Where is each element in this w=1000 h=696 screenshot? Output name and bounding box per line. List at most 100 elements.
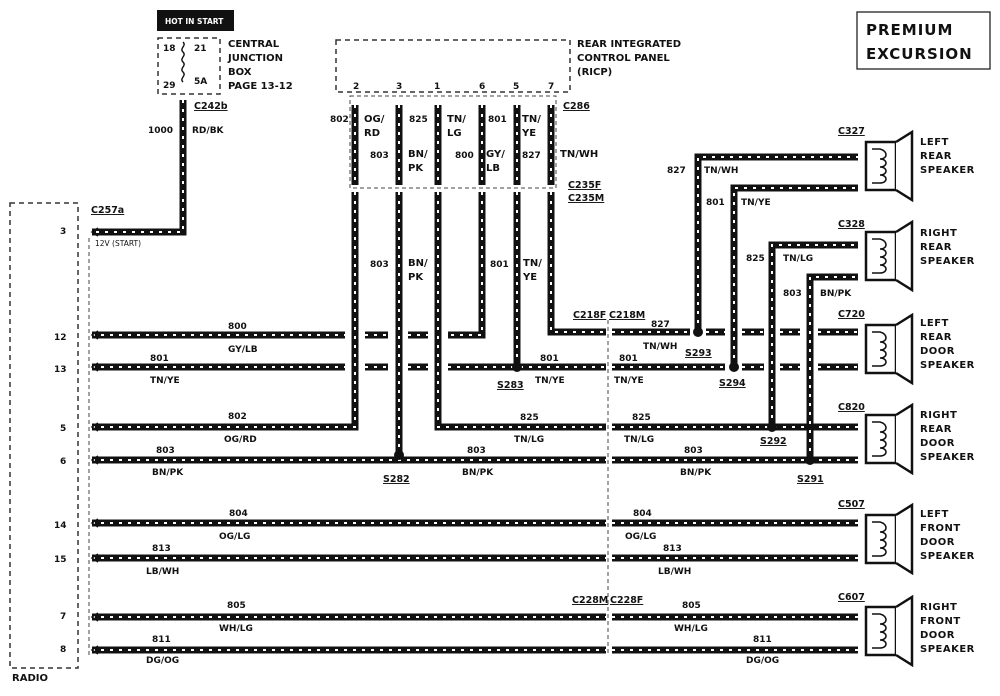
ricp-wire-color: YE xyxy=(521,128,536,139)
r6-number: 803 xyxy=(684,446,703,456)
r8-number: 811 xyxy=(753,635,772,645)
sp803-number: 803 xyxy=(783,289,802,299)
speaker-label: FRONT xyxy=(920,523,961,534)
cjb-pin-5a: 5A xyxy=(194,77,207,87)
row12-color: GY/LB xyxy=(228,345,258,355)
radio-pin: 14 xyxy=(54,521,67,531)
cjb-pin-29: 29 xyxy=(163,81,176,91)
connector-c228f: C228F xyxy=(610,595,643,606)
ricp-wire-color: TN/WH xyxy=(560,149,598,160)
speaker-label: DOOR xyxy=(920,630,955,641)
speaker-label: SPEAKER xyxy=(920,360,975,371)
speaker-label: RIGHT xyxy=(920,228,957,239)
r7-color: WH/LG xyxy=(674,624,708,634)
wire-803-number: 803 xyxy=(370,260,389,270)
connector-c327: C327 xyxy=(838,126,865,137)
splice-dot-s294 xyxy=(729,362,739,372)
ricp-pin: 1 xyxy=(434,82,440,92)
r13-number: 801 xyxy=(619,354,638,364)
ricp-wire-number: 825 xyxy=(409,115,428,125)
ricp-wire-color: LG xyxy=(447,128,462,139)
wire-825-right-rear xyxy=(768,241,858,427)
ricp-label-2: CONTROL PANEL xyxy=(577,53,670,64)
wire-1000-color: RD/BK xyxy=(192,126,225,136)
row15-number: 813 xyxy=(152,544,171,554)
speaker-label: REAR xyxy=(920,151,952,162)
start-label: 12V (START) xyxy=(95,239,141,248)
wire-group xyxy=(92,100,858,654)
connector-arrow xyxy=(90,330,99,340)
speaker-label: LEFT xyxy=(920,137,949,148)
ricp-box: REAR INTEGRATED CONTROL PANEL (RICP) 2 3… xyxy=(335,39,681,93)
row8-color: DG/OG xyxy=(146,656,179,666)
speaker-label: LEFT xyxy=(920,509,949,520)
speaker-label: SPEAKER xyxy=(920,551,975,562)
left-front-door-speaker xyxy=(864,502,914,576)
r7-number: 805 xyxy=(682,601,701,611)
splice-s283: S283 xyxy=(497,380,524,391)
speaker-label: REAR xyxy=(920,424,952,435)
wire-800-column-stripe xyxy=(448,105,483,336)
connector-c720: C720 xyxy=(838,309,865,320)
m5-color: TN/LG xyxy=(514,435,544,445)
r12-number: 827 xyxy=(651,320,670,330)
wire-801-color: YE xyxy=(522,272,537,283)
connector-c607: C607 xyxy=(838,592,865,603)
wire-801-left-rear-stripe xyxy=(733,187,858,367)
radio-pin: 7 xyxy=(60,612,66,622)
sp827-number: 827 xyxy=(667,166,686,176)
splice-dot-s292 xyxy=(767,422,777,432)
radio-pin: 13 xyxy=(54,365,67,375)
r14-color: OG/LG xyxy=(625,532,656,542)
ricp-wire-color: TN/ xyxy=(522,114,541,125)
connector-c235m: C235M xyxy=(568,193,604,204)
splice-s293: S293 xyxy=(685,348,712,359)
cjb-pin-18: 18 xyxy=(163,44,176,54)
ricp-wire-color: RD xyxy=(364,128,380,139)
wire-802 xyxy=(92,105,359,431)
cjb-label-3: BOX xyxy=(228,67,252,78)
ricp-wire-number: 802 xyxy=(330,115,349,125)
left-rear-door-speaker xyxy=(864,312,914,386)
splice-dot-s282 xyxy=(394,450,404,460)
r13-color: TN/YE xyxy=(614,376,644,386)
c235-connector-outline xyxy=(349,95,557,189)
hot-in-start-tag: HOT IN START xyxy=(157,10,234,31)
wire-803-right-rear-stripe xyxy=(809,276,858,460)
connector-c820: C820 xyxy=(838,402,865,413)
connector-arrow xyxy=(90,422,99,432)
connector-arrow xyxy=(90,612,99,622)
speaker-label: REAR xyxy=(920,332,952,343)
radio-pin: 5 xyxy=(60,424,66,434)
wire-1000-number: 1000 xyxy=(148,126,173,136)
row6-number: 803 xyxy=(156,446,175,456)
connector-arrow xyxy=(90,227,99,237)
connector-c507: C507 xyxy=(838,499,865,510)
wire-800-column xyxy=(448,105,486,339)
wire-1000 xyxy=(92,100,187,236)
ricp-wire-color: GY/ xyxy=(486,149,505,160)
connector-c242b: C242b xyxy=(194,101,228,112)
connector-arrow xyxy=(90,645,99,655)
radio-pin: 8 xyxy=(60,645,66,655)
sp801-color: TN/YE xyxy=(741,198,771,208)
ricp-wire-color: LB xyxy=(486,163,500,174)
row7-color: WH/LG xyxy=(219,624,253,634)
wire-827-column xyxy=(547,105,606,336)
r5-color: TN/LG xyxy=(624,435,654,445)
m6-number: 803 xyxy=(467,446,486,456)
row14-number: 804 xyxy=(229,509,248,519)
row13-number: 801 xyxy=(150,354,169,364)
r5-number: 825 xyxy=(632,413,651,423)
connector-arrow xyxy=(90,553,99,563)
ricp-pin: 5 xyxy=(513,82,519,92)
speaker-label: REAR xyxy=(920,242,952,253)
wire-801-number: 801 xyxy=(490,260,509,270)
radio-pin: 15 xyxy=(54,555,67,565)
ricp-wire-number: 800 xyxy=(455,151,474,161)
right-rear-speaker xyxy=(864,219,914,293)
ricp-wire-number: 801 xyxy=(488,115,507,125)
m13-number: 801 xyxy=(540,354,559,364)
ricp-label-3: (RICP) xyxy=(577,67,612,78)
